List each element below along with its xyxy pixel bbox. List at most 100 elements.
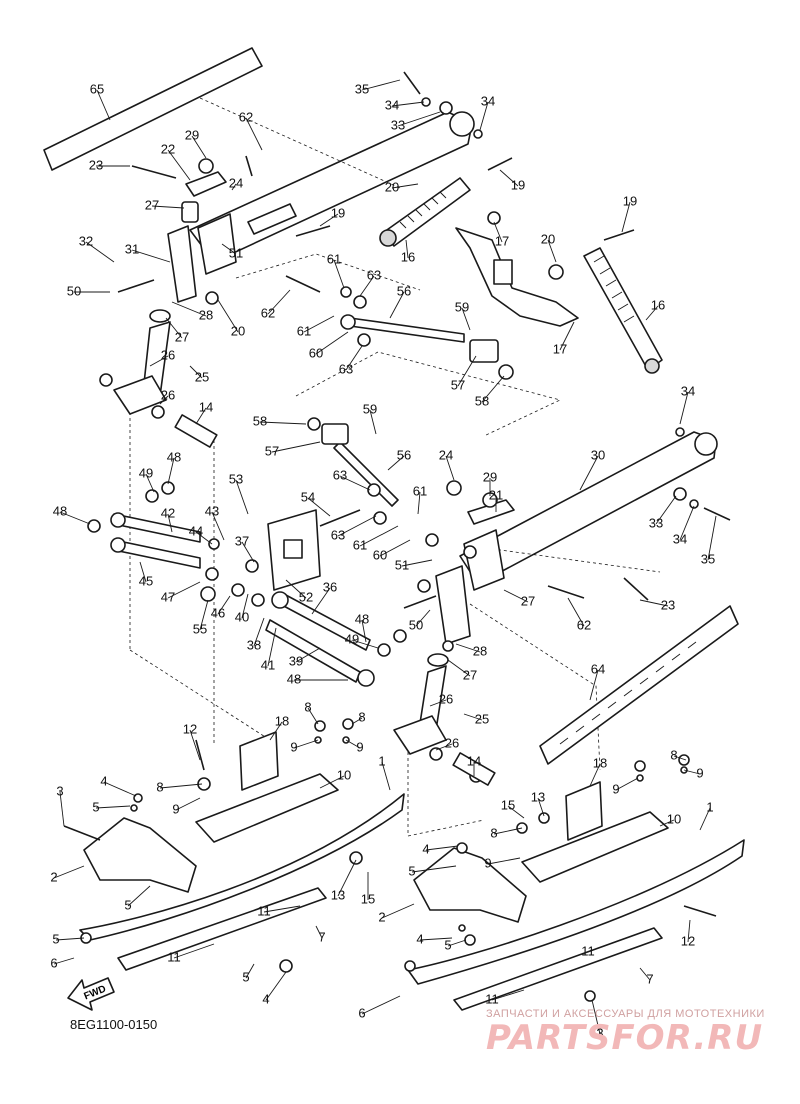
upper-swing-arm [189,97,475,263]
callout-7: 7 [646,971,653,986]
callout-leader-9 [683,769,701,775]
callout-leader-64 [589,669,599,701]
callout-leader-61 [359,525,399,547]
callout-leader-25 [463,713,483,721]
watermark: ЗАПЧАСТИ И АКСЕССУАРЫ ДЛЯ МОТОТЕХНИКИ PA… [486,1008,786,1058]
callout-26: 26 [439,691,453,706]
callout-62: 62 [261,305,275,320]
center-plate [267,509,321,591]
callout-35: 35 [701,551,715,566]
callout-11: 11 [257,903,271,918]
callout-48: 48 [53,503,67,518]
callout-leader-57 [457,355,477,387]
callout-50: 50 [409,617,423,632]
callout-leader-38 [253,617,265,647]
callout-1: 1 [706,799,713,814]
callout-leader-34 [391,101,425,107]
callout-48: 48 [167,449,181,464]
callout-8: 8 [490,825,497,840]
callout-16: 16 [401,249,415,264]
callout-leader-6 [361,995,401,1015]
callout-41: 41 [261,657,275,672]
callout-12: 12 [183,721,197,736]
callout-8: 8 [358,709,365,724]
callout-leader-5 [55,937,85,941]
callout-leader-5 [447,939,467,947]
callout-33: 33 [391,117,405,132]
callout-leader-11 [587,939,621,953]
callout-leader-36 [311,587,331,615]
callout-50: 50 [67,283,81,298]
callout-62: 62 [239,109,253,124]
watermark-caption: ЗАПЧАСТИ И АКСЕССУАРЫ ДЛЯ МОТОТЕХНИКИ [486,1008,765,1020]
callout-leader-8 [493,827,523,835]
callout-51: 51 [395,557,409,572]
pivot-link [455,227,579,327]
callout-15: 15 [501,797,515,812]
callout-59: 59 [455,299,469,314]
callout-18: 18 [593,755,607,770]
callout-11: 11 [485,991,499,1006]
callout-26: 26 [445,735,459,750]
diagram-code: 8EG1100-0150 [70,1017,158,1032]
callout-27: 27 [463,667,477,682]
callout-55: 55 [193,621,207,636]
callout-leader-24 [231,183,237,191]
callout-leader-13 [537,797,545,817]
callout-6: 6 [358,1005,365,1020]
tie-rod-lower [321,423,399,507]
callout-leader-26 [435,743,453,751]
callout-43: 43 [205,503,219,518]
callout-36: 36 [323,579,337,594]
callout-leader-9 [615,777,639,791]
callout-leader-7 [315,925,323,939]
callout-leader-7 [639,967,651,981]
callout-17: 17 [495,233,509,248]
callout-leader-9 [487,857,521,865]
callout-leader-34 [679,505,695,541]
callout-leader-27 [151,205,185,209]
callout-leader-45 [139,561,147,583]
callout-24: 24 [229,175,243,190]
callout-19: 19 [331,205,345,220]
callout-leader-9 [345,739,361,749]
callout-61: 61 [297,323,311,338]
decal-strip-right [539,605,739,765]
callout-leader-39 [295,647,321,663]
callout-60: 60 [309,345,323,360]
callout-34: 34 [681,383,695,398]
callout-leader-42 [167,513,173,533]
callout-10: 10 [667,811,681,826]
callout-leader-58 [259,421,307,425]
tie-rod-upper [340,314,499,363]
callout-leader-10 [659,819,675,827]
callout-leader-51 [221,243,237,255]
callout-37: 37 [235,533,249,548]
callout-leader-31 [131,249,171,263]
callout-14: 14 [199,399,213,414]
callout-leader-63 [339,475,371,491]
callout-13: 13 [531,789,545,804]
callout-leader-4 [419,937,453,941]
callout-62: 62 [577,617,591,632]
callout-57: 57 [265,443,279,458]
callout-leader-10 [319,775,345,789]
callout-leader-24 [445,455,455,481]
callout-45: 45 [139,573,153,588]
callout-59: 59 [363,401,377,416]
callout-4: 4 [262,991,269,1006]
callout-leader-59 [461,307,471,331]
callout-20: 20 [385,179,399,194]
callout-49: 49 [345,631,359,646]
callout-leader-52 [285,579,307,599]
callout-44: 44 [189,523,203,538]
callout-leader-34 [679,391,689,425]
lower-steering-column-right [393,653,449,755]
callout-24: 24 [439,447,453,462]
callout-leader-5 [245,963,255,979]
callout-leader-26 [429,699,447,707]
callout-34: 34 [481,93,495,108]
callout-3: 3 [596,1025,603,1040]
callout-21: 21 [489,487,503,502]
callout-leader-63 [359,275,375,297]
